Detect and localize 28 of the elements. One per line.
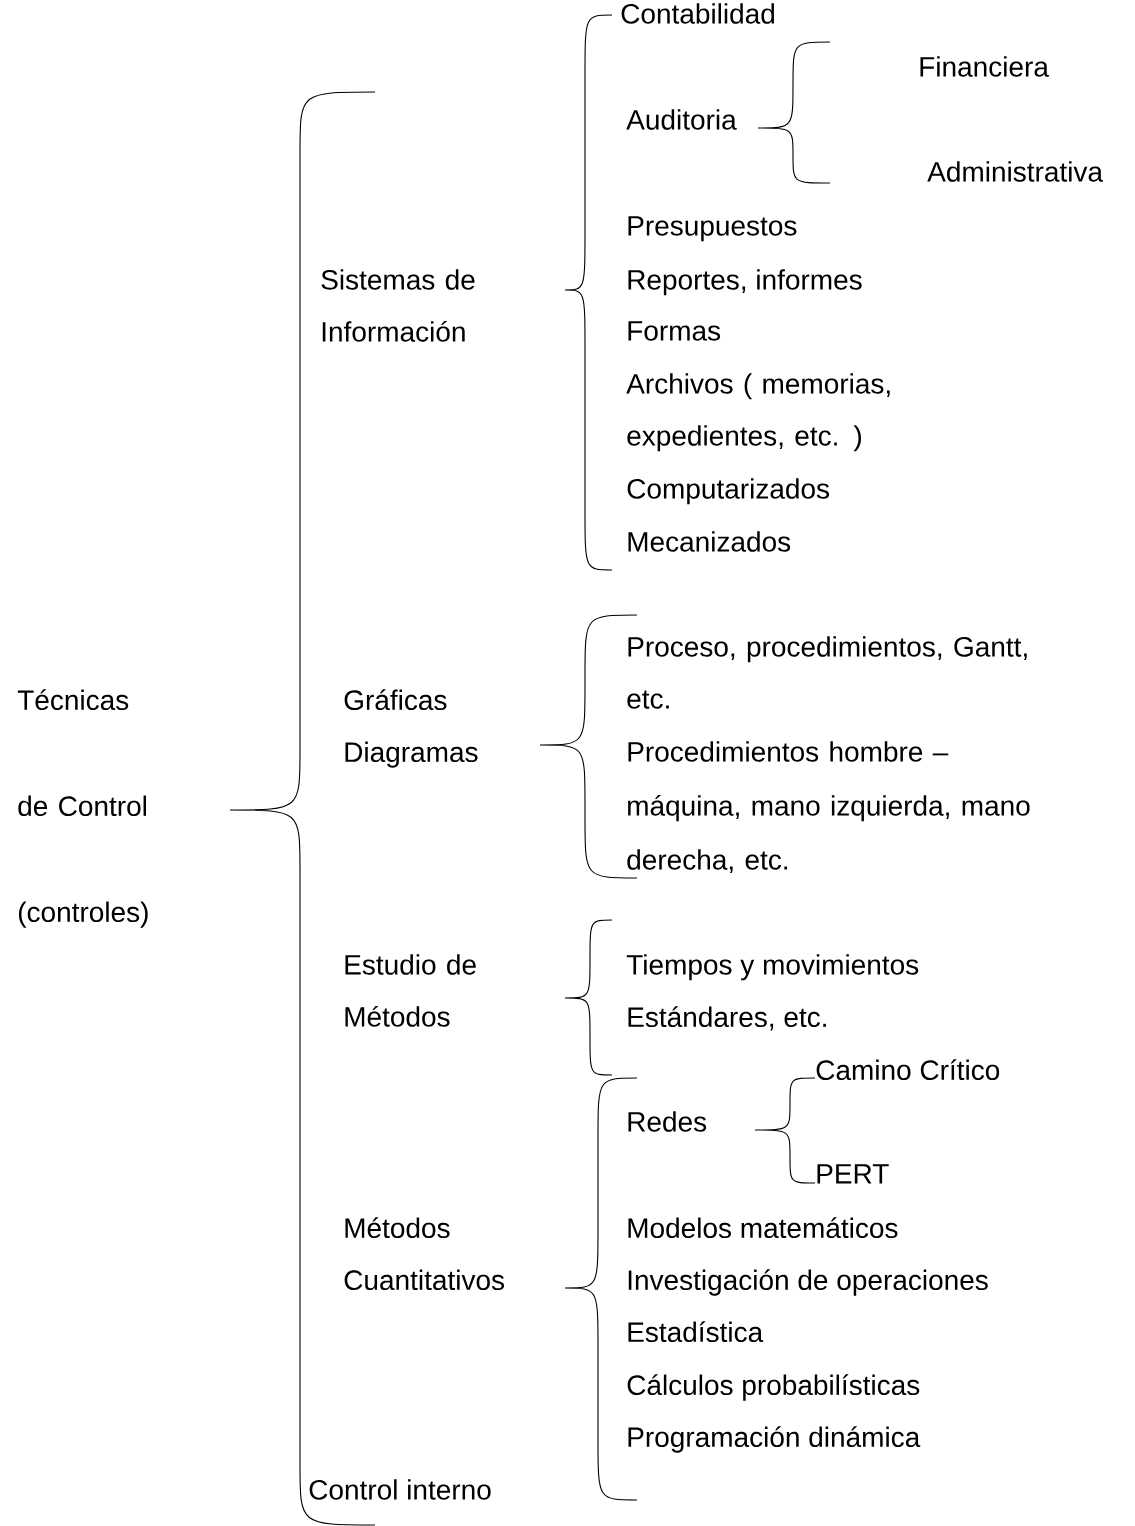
branch-label: PERT	[817, 1164, 889, 1184]
branch-label: Estudio de Métodos	[345, 954, 476, 1027]
branch-label: Sistemas de Información	[321, 269, 475, 342]
branch-label: Programación dinámica	[628, 1426, 921, 1453]
branch-label: Archivos ( memorias, expedientes, etc. )	[626, 373, 890, 452]
branch-label: Formas	[628, 321, 721, 341]
branch-label: Proceso, procedimientos, Gantt, etc.	[627, 636, 1027, 709]
branch-label: Investigación de operaciones	[628, 1269, 988, 1296]
branch-label: Métodos Cuantitativos	[344, 1217, 504, 1291]
branch-label: Técnicas de Control (controles)	[17, 689, 148, 928]
branch-label: Financiera	[920, 56, 1049, 77]
branch-label: Redes	[628, 1111, 707, 1132]
branch-label: Camino Crítico	[816, 1059, 1000, 1081]
branch-label: Mecanizados	[628, 531, 791, 552]
branch-label: Auditoria	[626, 109, 737, 130]
branch-label: Estadística	[628, 1321, 764, 1343]
branch-label: Reportes, informes	[628, 269, 862, 296]
branch-label: Estándares, etc.	[628, 1006, 826, 1031]
branch-label: Cálculos probabilísticas	[627, 1374, 920, 1401]
branch-label: Computarizados	[627, 478, 829, 505]
branch-label: Control interno	[309, 1479, 491, 1500]
branch-label: Presupuestos	[628, 216, 797, 242]
branch-label: Gráficas Diagramas	[344, 689, 478, 768]
branch-label: Procedimientos hombre –máquina, mano izquierda, mano derecha, etc.	[627, 741, 1030, 874]
branch-label: Tiempos y movimientos	[626, 954, 919, 981]
branch-label: Contabilidad	[621, 3, 774, 24]
branch-label: Administrativa	[927, 161, 1103, 182]
branch-label: Modelos matemáticos	[628, 1217, 898, 1239]
